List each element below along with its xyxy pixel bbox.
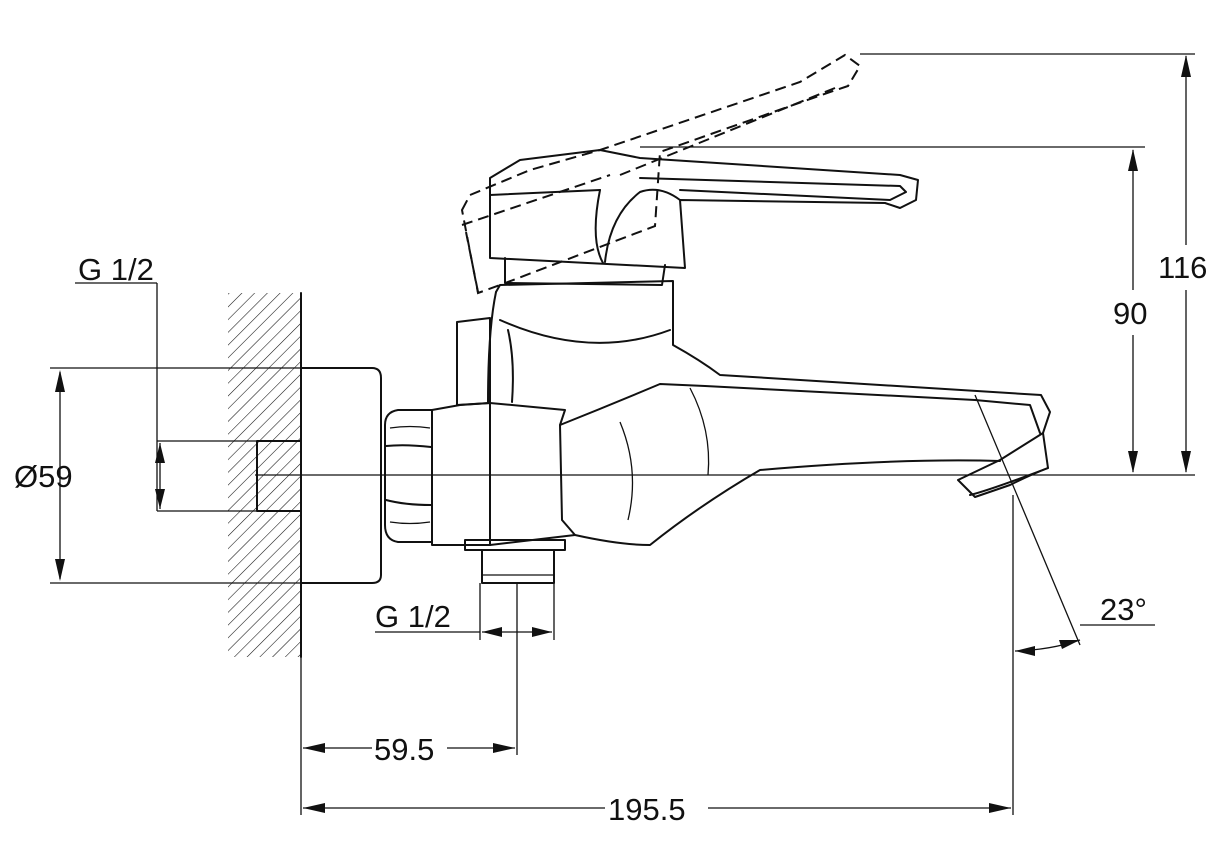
label-thread-inlet: G 1/2 bbox=[78, 252, 154, 287]
shower-outlet bbox=[464, 539, 566, 584]
label-flange-diameter: Ø59 bbox=[14, 459, 73, 494]
lever-raised-outline bbox=[460, 53, 862, 295]
dimension-lines bbox=[55, 55, 1191, 813]
label-total-length: 195.5 bbox=[608, 792, 686, 827]
mixer-body bbox=[431, 280, 1051, 546]
label-spout-angle: 23° bbox=[1100, 592, 1147, 627]
spout-outlet bbox=[957, 432, 1049, 498]
hex-nut bbox=[384, 409, 433, 543]
label-height-lever: 90 bbox=[1113, 296, 1147, 331]
extension-lines bbox=[50, 53, 1195, 815]
label-height-lever-raised: 116 bbox=[1158, 250, 1207, 285]
wall-flange bbox=[300, 367, 382, 584]
label-outlet-offset: 59.5 bbox=[374, 732, 434, 767]
label-thread-outlet: G 1/2 bbox=[375, 599, 451, 634]
